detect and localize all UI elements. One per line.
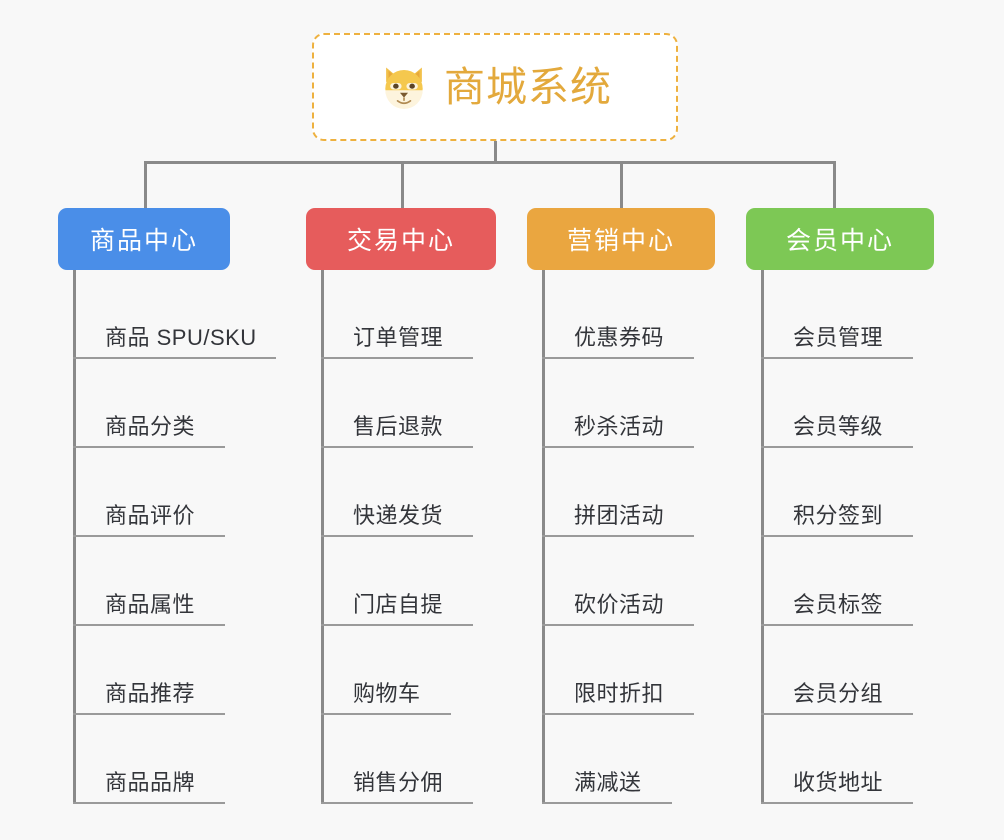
list-item-underline <box>542 357 694 359</box>
list-item-label: 快递发货 <box>353 503 444 528</box>
list-item[interactable]: 商品品牌 <box>73 715 257 804</box>
list-item[interactable]: 会员管理 <box>761 270 913 359</box>
list-item-underline <box>761 624 913 626</box>
list-item[interactable]: 砍价活动 <box>542 537 694 626</box>
leaf-list-member-center: 会员管理 会员等级 积分签到 会员标签 会员分组 收货地址 <box>761 270 913 804</box>
list-item-underline <box>542 802 672 804</box>
list-item-underline <box>761 802 913 804</box>
list-item[interactable]: 商品评价 <box>73 448 257 537</box>
list-item-label: 订单管理 <box>353 325 444 350</box>
list-item[interactable]: 限时折扣 <box>542 626 694 715</box>
leaf-list-marketing-center: 优惠券码 秒杀活动 拼团活动 砍价活动 限时折扣 满减送 <box>542 270 694 804</box>
list-item-label: 优惠券码 <box>574 325 665 350</box>
category-header-product-center[interactable]: 商品中心 <box>58 208 230 270</box>
list-item-label: 商品推荐 <box>105 681 196 706</box>
category-header-label: 会员中心 <box>785 227 894 255</box>
list-item[interactable]: 积分签到 <box>761 448 913 537</box>
list-item[interactable]: 销售分佣 <box>321 715 473 804</box>
branch-trunk-line <box>73 270 76 804</box>
list-item-label: 会员等级 <box>793 414 884 439</box>
list-item-label: 拼团活动 <box>574 503 665 528</box>
list-item[interactable]: 购物车 <box>321 626 451 715</box>
leaf-list-trade-center: 订单管理 售后退款 快递发货 门店自提 购物车 销售分佣 <box>321 270 473 804</box>
connector-drop-trade-center <box>401 161 404 209</box>
list-item[interactable]: 优惠券码 <box>542 270 694 359</box>
list-item[interactable]: 快递发货 <box>321 448 473 537</box>
list-item-underline <box>542 446 694 448</box>
category-header-member-center[interactable]: 会员中心 <box>746 208 934 270</box>
root-title: 商城系统 <box>444 63 612 110</box>
list-item[interactable]: 会员标签 <box>761 537 913 626</box>
category-header-label: 营销中心 <box>566 227 675 255</box>
list-item-underline <box>73 446 225 448</box>
list-item[interactable]: 会员等级 <box>761 359 913 448</box>
connector-horizontal-bar <box>144 161 836 164</box>
list-item[interactable]: 售后退款 <box>321 359 473 448</box>
list-item-underline <box>321 713 451 715</box>
list-item-label: 商品评价 <box>105 503 196 528</box>
list-item-underline <box>542 713 694 715</box>
root-node-shop-system[interactable]: 商城系统 <box>312 33 678 141</box>
list-item-underline <box>73 535 225 537</box>
list-item[interactable]: 商品属性 <box>73 537 257 626</box>
connector-drop-product-center <box>144 161 147 209</box>
list-item-underline <box>321 802 473 804</box>
category-header-label: 交易中心 <box>346 227 455 255</box>
list-item-underline <box>761 535 913 537</box>
list-item[interactable]: 收货地址 <box>761 715 913 804</box>
list-item-label: 积分签到 <box>793 503 884 528</box>
shiba-dog-face-icon <box>378 61 430 113</box>
list-item-underline <box>761 713 913 715</box>
list-item-label: 会员标签 <box>793 592 884 617</box>
list-item-underline <box>321 624 473 626</box>
list-item-label: 收货地址 <box>793 770 884 795</box>
category-header-trade-center[interactable]: 交易中心 <box>306 208 496 270</box>
list-item-underline <box>542 624 694 626</box>
list-item[interactable]: 门店自提 <box>321 537 473 626</box>
list-item-label: 商品分类 <box>105 414 196 439</box>
list-item-underline <box>73 357 276 359</box>
category-header-label: 商品中心 <box>89 227 198 255</box>
list-item[interactable]: 订单管理 <box>321 270 473 359</box>
list-item-label: 售后退款 <box>353 414 444 439</box>
list-item-label: 会员分组 <box>793 681 884 706</box>
connector-root-stem <box>494 141 497 163</box>
list-item-label: 商品品牌 <box>105 770 196 795</box>
list-item-underline <box>321 535 473 537</box>
list-item-underline <box>761 357 913 359</box>
list-item[interactable]: 满减送 <box>542 715 672 804</box>
leaf-list-product-center: 商品 SPU/SKU 商品分类 商品评价 商品属性 商品推荐 商品品牌 <box>73 270 276 804</box>
list-item-label: 商品 SPU/SKU <box>105 325 257 350</box>
connector-drop-marketing-center <box>620 161 623 209</box>
list-item-underline <box>761 446 913 448</box>
list-item[interactable]: 秒杀活动 <box>542 359 694 448</box>
list-item[interactable]: 拼团活动 <box>542 448 694 537</box>
list-item-label: 秒杀活动 <box>574 414 665 439</box>
list-item-label: 销售分佣 <box>353 770 444 795</box>
list-item-underline <box>321 446 473 448</box>
list-item-label: 砍价活动 <box>574 592 665 617</box>
list-item[interactable]: 商品 SPU/SKU <box>73 270 276 359</box>
list-item-label: 商品属性 <box>105 592 196 617</box>
list-item[interactable]: 会员分组 <box>761 626 913 715</box>
list-item-label: 会员管理 <box>793 325 884 350</box>
list-item-label: 满减送 <box>574 770 642 795</box>
list-item-underline <box>73 802 225 804</box>
connector-drop-member-center <box>833 161 836 209</box>
list-item-label: 限时折扣 <box>574 681 665 706</box>
list-item-underline <box>542 535 694 537</box>
list-item-label: 购物车 <box>353 681 421 706</box>
list-item-label: 门店自提 <box>353 592 444 617</box>
category-header-marketing-center[interactable]: 营销中心 <box>527 208 715 270</box>
list-item[interactable]: 商品推荐 <box>73 626 257 715</box>
list-item-underline <box>73 713 225 715</box>
branch-trunk-line <box>321 270 324 804</box>
list-item[interactable]: 商品分类 <box>73 359 257 448</box>
list-item-underline <box>73 624 225 626</box>
branch-trunk-line <box>761 270 764 804</box>
branch-trunk-line <box>542 270 545 804</box>
list-item-underline <box>321 357 473 359</box>
